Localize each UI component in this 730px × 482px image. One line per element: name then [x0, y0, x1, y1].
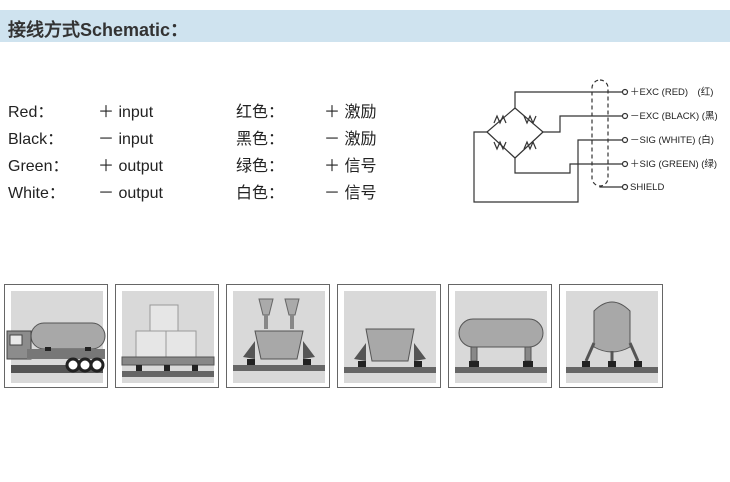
wire-color-zh: 绿色：	[236, 158, 285, 175]
wire-function-en: ＋ output	[98, 158, 163, 175]
vertical-tank-icon	[566, 291, 658, 383]
wire-color-en: Green：	[8, 158, 69, 175]
application-tile	[115, 284, 219, 388]
terminal-icon	[621, 112, 629, 120]
bridge-arm-wire	[514, 107, 544, 133]
terminal-label: SHIELD	[630, 182, 664, 193]
application-tile	[4, 284, 108, 388]
resistor-icon	[523, 114, 537, 125]
section-title: 接线方式Schematic：	[8, 20, 189, 40]
wire-function-en: ＋ input	[98, 104, 154, 121]
application-tile	[448, 284, 552, 388]
application-tile	[559, 284, 663, 388]
tanker-truck-icon	[6, 291, 106, 383]
shield-capsule	[591, 79, 609, 187]
exc-minus-wire	[543, 115, 622, 133]
exc-plus-wire	[514, 91, 622, 108]
terminal-icon	[621, 160, 629, 168]
terminal-icon	[621, 136, 629, 144]
resistor-icon	[493, 140, 507, 151]
section-header: 接线方式Schematic：	[0, 10, 730, 42]
bridge-arm-wire	[514, 131, 544, 159]
application-tile	[226, 284, 330, 388]
terminal-label: ＋SIG (GREEN) (绿)	[630, 158, 717, 170]
wire-function-zh: ＋ 激励	[324, 104, 377, 121]
wire-color-zh: 白色：	[236, 185, 285, 202]
wire-function-en: － input	[98, 131, 154, 148]
terminal-icon	[621, 88, 629, 96]
wire-color-zh: 红色：	[236, 104, 285, 121]
resistor-icon	[523, 140, 537, 151]
wire-color-en: Red：	[8, 104, 54, 121]
terminal-label: －EXC (BLACK) (黑)	[630, 111, 718, 122]
wire-color-en: Black：	[8, 131, 64, 148]
wire-function-zh: － 激励	[324, 131, 377, 148]
terminal-label: －SIG (WHITE) (白)	[630, 134, 714, 146]
wire-function-en: － output	[98, 185, 163, 202]
twin-hopper-icon	[233, 291, 325, 383]
wire-function-zh: － 信号	[324, 185, 377, 202]
application-tile	[337, 284, 441, 388]
terminal-icon	[621, 183, 629, 191]
horizontal-tank-icon	[455, 291, 547, 383]
hopper-icon	[344, 291, 436, 383]
wire-function-zh: ＋ 信号	[324, 158, 377, 175]
sig-plus-wire	[514, 158, 622, 174]
wire-color-en: White：	[8, 185, 65, 202]
wire-color-zh: 黑色：	[236, 131, 285, 148]
terminal-label: ＋EXC (RED) (红)	[630, 86, 713, 98]
platform-scale-boxes-icon	[121, 291, 215, 383]
sig-minus-wire	[473, 131, 622, 203]
bridge-schematic: ＋EXC (RED) (红) －EXC (BLACK) (黑) －SIG (WH…	[473, 79, 718, 203]
resistor-icon	[493, 114, 507, 125]
shield-wire	[599, 186, 622, 188]
